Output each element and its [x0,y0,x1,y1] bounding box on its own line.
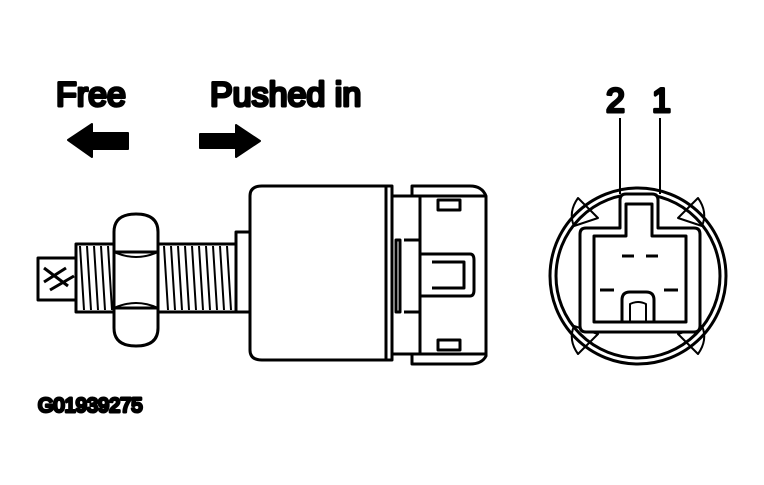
thread-line [205,245,211,311]
terminal-1-label: 1 [652,82,671,120]
thread-line [93,245,99,311]
thread-line [184,245,190,311]
thread-line [191,245,197,311]
free-arrow-icon [67,123,129,158]
figure-code: G01939275 [38,395,143,417]
terminal-2-label: 2 [606,82,625,120]
pushed-in-arrow-icon [199,124,261,158]
flange-ring [234,230,252,314]
thread-line [226,245,232,311]
connector-end-view [548,118,728,366]
thread-line [170,245,176,311]
thread-line [212,245,218,311]
free-label: Free [56,76,126,114]
thread-line [198,245,204,311]
thread-line [177,245,183,311]
switch-body [248,184,394,362]
hex-nut [112,212,160,348]
thread-line [100,245,106,311]
thread-line [163,245,169,311]
thread-line [79,245,85,311]
plunger [36,256,78,302]
pushed-in-label: Pushed in [210,76,361,114]
thread-line [86,245,92,311]
thread-line [219,245,225,311]
thread-line [107,245,113,311]
connector-housing [390,184,488,366]
